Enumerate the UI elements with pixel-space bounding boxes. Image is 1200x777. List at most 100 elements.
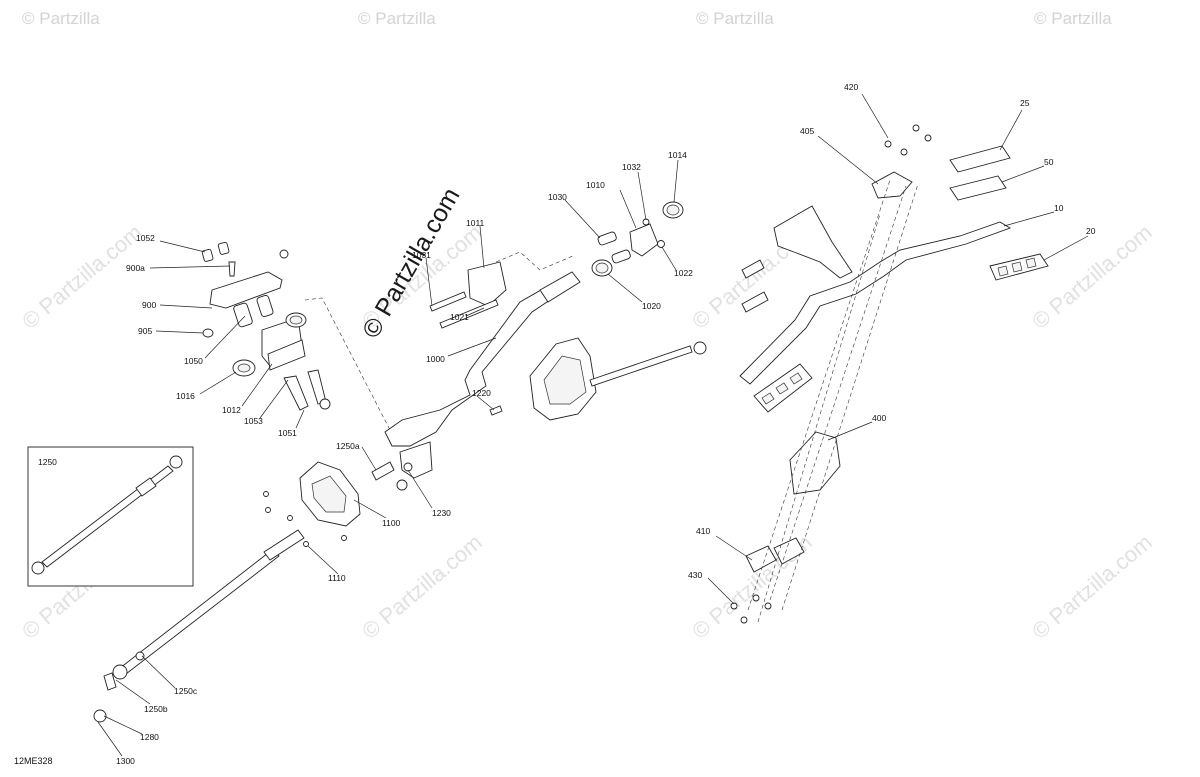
bolt-1031 [429, 291, 467, 312]
nut-1250c [135, 651, 145, 661]
inset-tie-rod-end-top [169, 455, 183, 469]
upper-clamp-assembly [201, 241, 391, 431]
pin-1030 [597, 231, 617, 246]
assembly-line [747, 179, 919, 623]
callout-1016: 1016 [176, 391, 195, 401]
callout-50: 50 [1044, 157, 1054, 167]
spacer-1050b [256, 294, 274, 318]
bushing-upper-bore [289, 315, 303, 325]
handlebar-assembly [730, 124, 1049, 624]
callout-25: 25 [1020, 98, 1030, 108]
callout-1032: 1032 [622, 162, 641, 172]
clamp-405 [871, 171, 913, 199]
clamp-half-1012 [267, 339, 306, 371]
callout-410: 410 [696, 526, 710, 536]
nut-1022 [657, 240, 665, 248]
steering-box-assembly [263, 461, 395, 547]
nut-1052b [201, 248, 214, 262]
callout-1050: 1050 [184, 356, 203, 366]
callout-1230: 1230 [432, 508, 451, 518]
grip-20-pattern [997, 257, 1037, 277]
center-steering-box-detail [543, 355, 587, 405]
bolt-420a [884, 140, 892, 148]
clamp-1010 [629, 223, 659, 257]
callout-1010: 1010 [586, 180, 605, 190]
callout-1021: 1021 [450, 312, 469, 322]
watermark-diagonal: © Partzilla.com [17, 219, 147, 333]
nut-1051 [319, 398, 331, 410]
bolt-420c [924, 134, 932, 142]
watermark-diagonal: © Partzilla.com [1027, 219, 1157, 333]
watermark-diagonal: © Partzilla.com [357, 529, 487, 643]
screw-1110c [287, 515, 293, 521]
riser-400 [789, 431, 841, 495]
callout-420: 420 [844, 82, 858, 92]
center-steering-box-assembly [529, 337, 707, 421]
bolt-420d [900, 148, 908, 156]
nut-1280 [93, 709, 107, 723]
callout-1030: 1030 [548, 192, 567, 202]
callout-1300: 1300 [116, 756, 135, 766]
steering-column-assembly [384, 201, 684, 491]
nut-1052a [217, 241, 230, 255]
tie-rod-assembly [93, 529, 305, 723]
watermark-diagonal: © Partzilla.com [1027, 529, 1157, 643]
callout-900: 900 [142, 300, 156, 310]
callout-430: 430 [688, 570, 702, 580]
assembly-line [304, 297, 391, 431]
watermark-corner: © Partzilla [358, 9, 436, 28]
inset-tie-rod-end-bottom [31, 561, 45, 575]
bolt-430a [730, 602, 738, 610]
callout-1052: 1052 [136, 233, 155, 243]
bolt-420b [912, 124, 920, 132]
bolt-430c [752, 594, 760, 602]
callout-405: 405 [800, 126, 814, 136]
callout-1280: 1280 [140, 732, 159, 742]
spacer-1050a [233, 302, 253, 328]
assembly-line [495, 251, 576, 271]
screw-1110a [263, 491, 269, 497]
bolt-1051a [283, 375, 309, 411]
callout-1250c: 1250c [174, 686, 198, 696]
callout-1051: 1051 [278, 428, 297, 438]
screw-900a [228, 261, 236, 277]
callout-1220: 1220 [472, 388, 491, 398]
inset-sleeve [135, 477, 157, 497]
callout-905: 905 [138, 326, 152, 336]
watermark-corner: © Partzilla [696, 9, 774, 28]
callout-20: 20 [1086, 226, 1096, 236]
column-yoke [399, 441, 433, 479]
bolt-430b [740, 616, 748, 624]
bolt-1250a [371, 461, 395, 481]
callout-1250a: 1250a [336, 441, 360, 451]
bushing-1011 [467, 261, 507, 307]
clamp-410a [745, 545, 777, 573]
switch-a [741, 259, 765, 279]
watermark-corner: © Partzilla [22, 9, 100, 28]
ring-1014-bore [666, 204, 680, 216]
bolt-430d [764, 602, 772, 610]
callout-1011: 1011 [466, 218, 485, 228]
clamp-bracket-900 [209, 271, 283, 309]
callout-1250b: 1250b [144, 704, 168, 714]
callout-900a: 900a [126, 263, 145, 273]
inset-label: 1250 [38, 457, 57, 467]
tie-rod-end-1250b [112, 664, 128, 680]
tie-rod-right [589, 345, 693, 387]
callout-1031: 1031 [412, 250, 431, 260]
callout-1012: 1012 [222, 405, 241, 415]
diagram-code: 12ME328 [14, 756, 53, 766]
callout-1053: 1053 [244, 416, 263, 426]
stud-1250b [103, 672, 117, 691]
callout-1000: 1000 [426, 354, 445, 364]
callout-1014: 1014 [668, 150, 687, 160]
watermark-corner-group: © Partzilla © Partzilla © Partzilla © Pa… [22, 9, 1112, 28]
steering-box-detail [311, 475, 347, 513]
callout-1110: 1110 [328, 573, 346, 583]
leader-lines [97, 93, 1089, 757]
callout-1100: 1100 [382, 518, 401, 528]
clamp-410b [773, 537, 805, 565]
switch-b [741, 291, 769, 313]
screw-1110d [303, 541, 309, 547]
